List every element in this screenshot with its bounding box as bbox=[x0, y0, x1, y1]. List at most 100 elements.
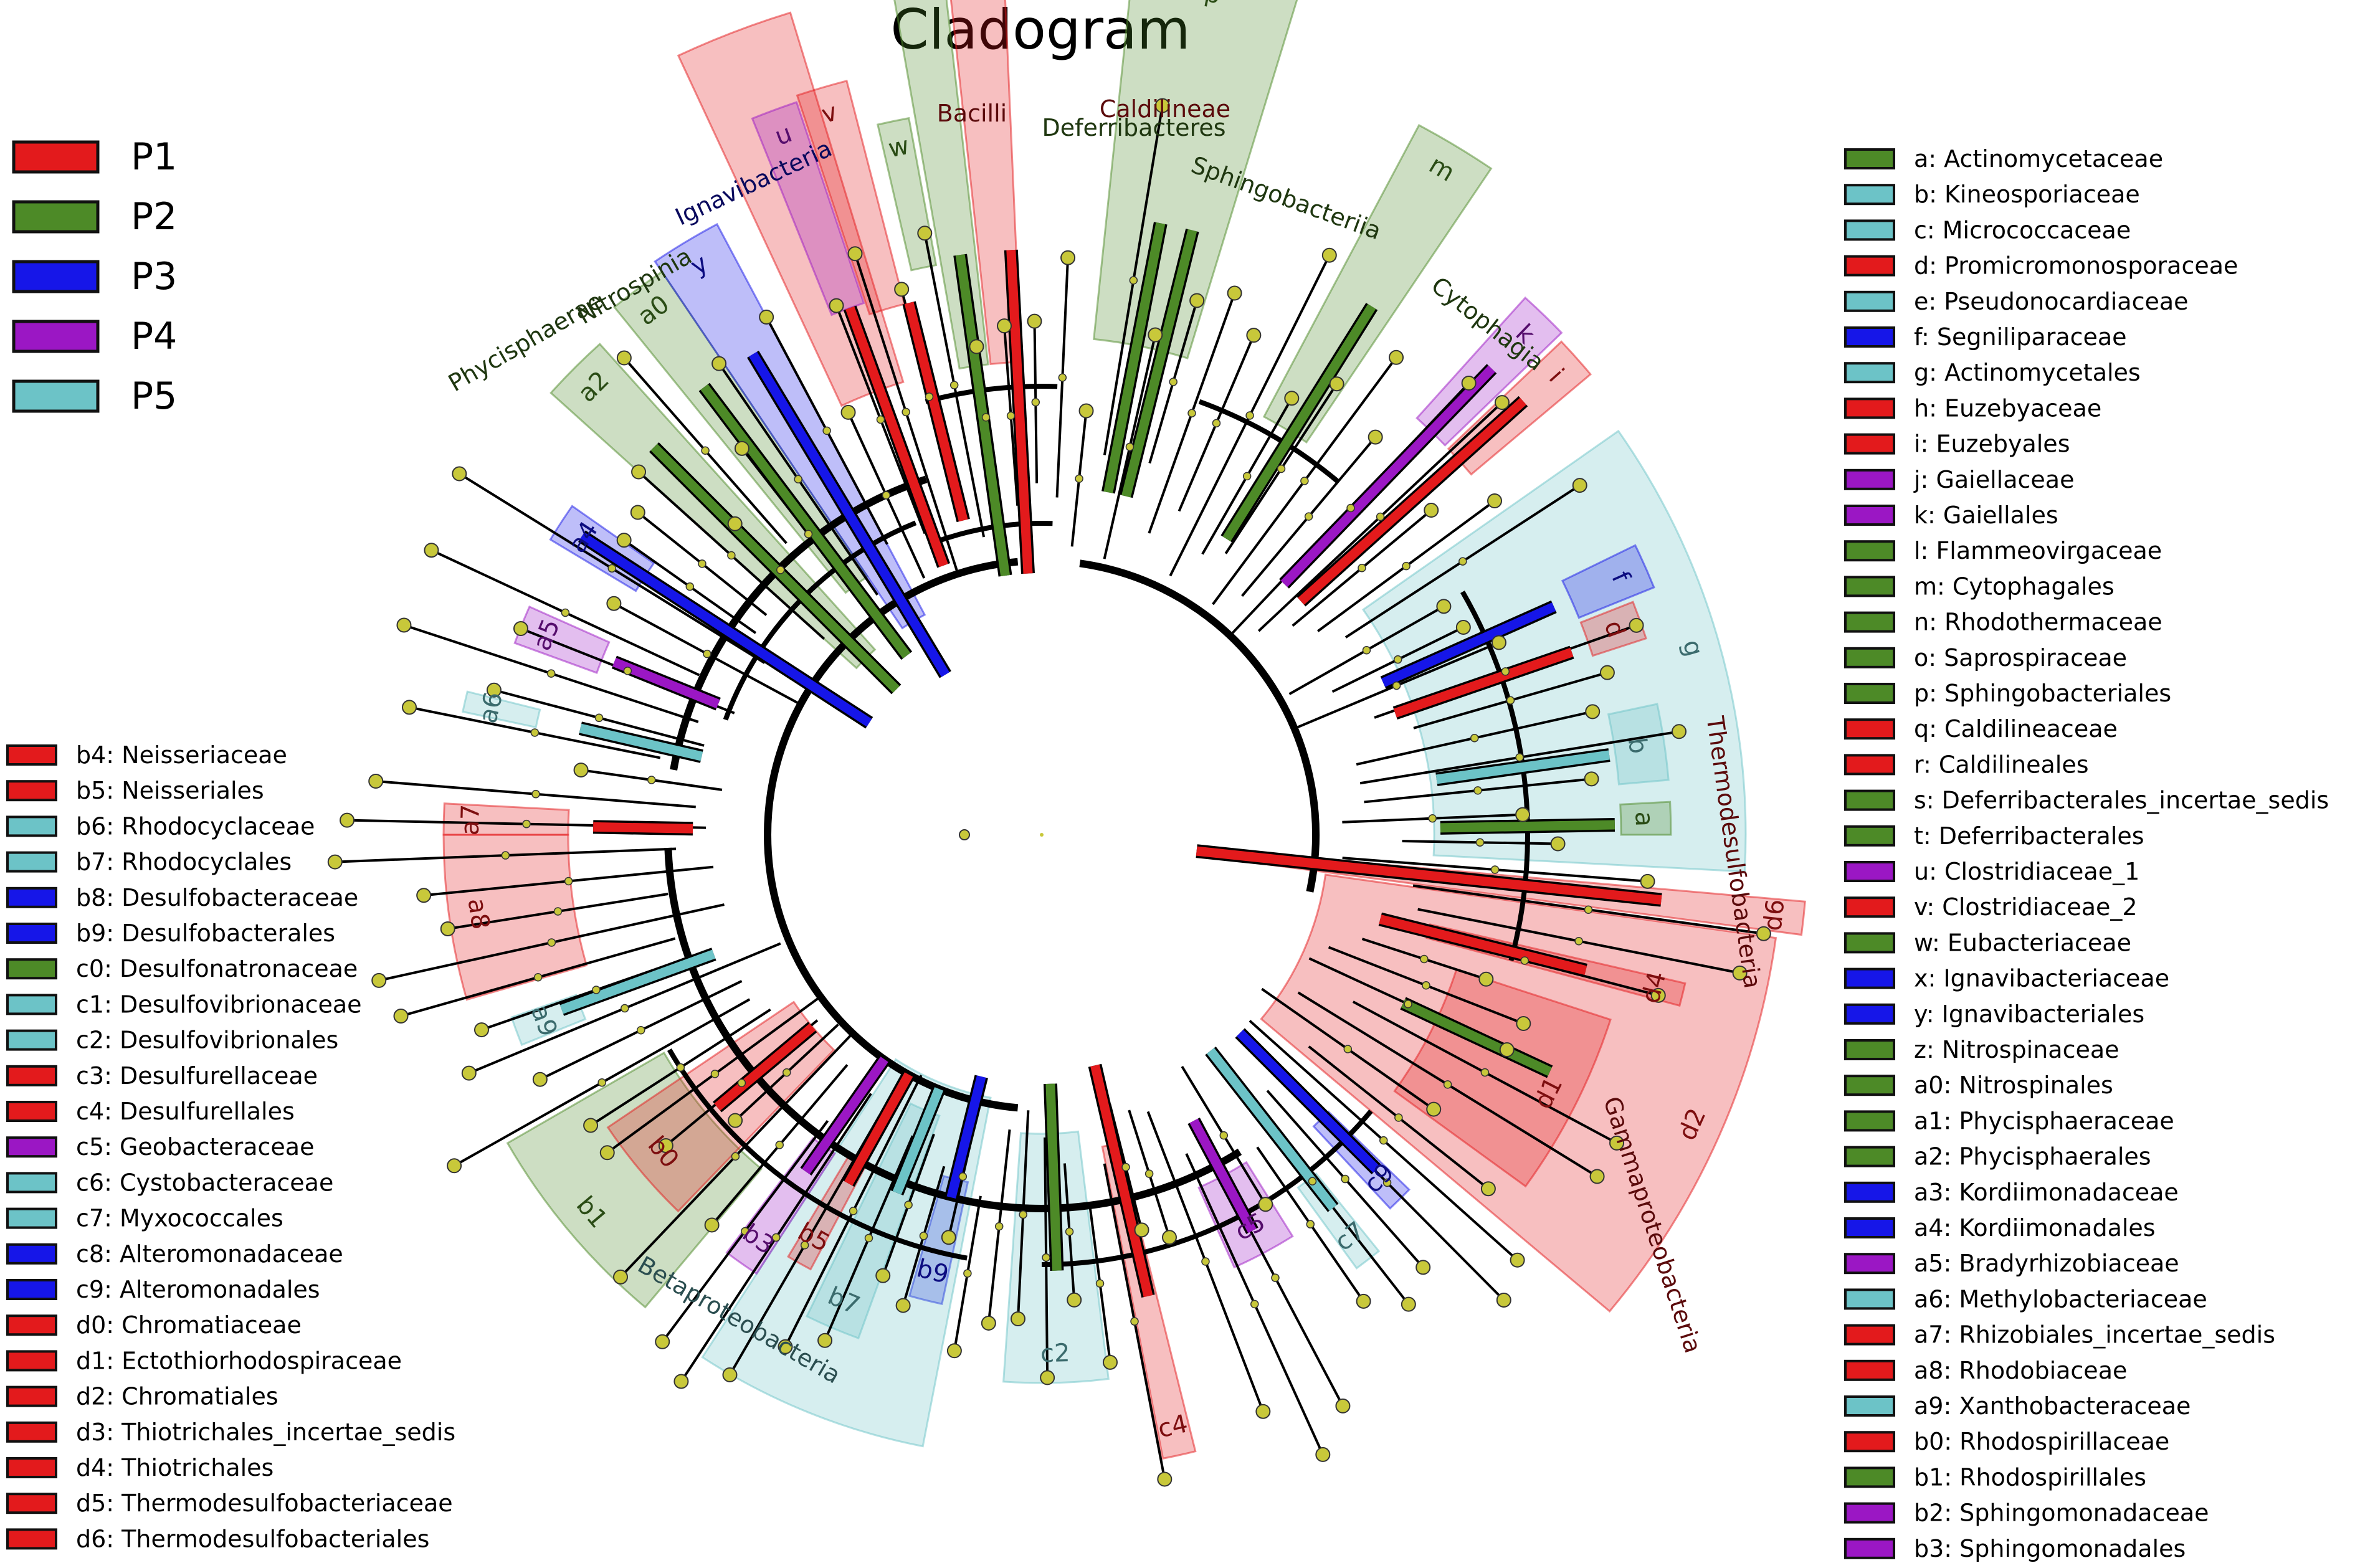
inner-node-12 bbox=[1125, 442, 1135, 452]
taxon-label-z: z: Nitrospinaceae bbox=[1914, 1036, 2120, 1063]
highlight-branch-32 bbox=[700, 384, 911, 659]
inner-node-38 bbox=[1574, 936, 1583, 946]
taxon-label-c6: c6: Cystobacteraceae bbox=[76, 1169, 333, 1196]
taxon-swatch-j bbox=[1844, 468, 1895, 490]
leaf-node-100 bbox=[631, 464, 647, 480]
clade-label-caldilineae: Caldilineae bbox=[1100, 95, 1230, 123]
leaf-node-34 bbox=[1515, 807, 1531, 822]
inner-node-30 bbox=[1506, 696, 1515, 705]
leaf-node-15 bbox=[1246, 328, 1262, 343]
leaf-node-56 bbox=[1161, 1230, 1177, 1245]
highlight-branch-27 bbox=[592, 822, 693, 834]
leaf-node-69 bbox=[778, 1339, 793, 1354]
inner-node-29 bbox=[1501, 667, 1510, 676]
inner-node-34 bbox=[1428, 814, 1437, 823]
inner-node-43 bbox=[1480, 1068, 1490, 1077]
taxon-swatch-d6 bbox=[6, 1528, 57, 1550]
taxon-swatch-d4 bbox=[6, 1457, 57, 1478]
taxon-swatch-d0 bbox=[6, 1314, 57, 1336]
inner-node-51 bbox=[1306, 1220, 1315, 1228]
taxon-label-b0: b0: Rhodospirillaceae bbox=[1914, 1428, 2169, 1455]
leaf-node-101 bbox=[727, 516, 743, 531]
leaf-node-57 bbox=[1134, 1222, 1149, 1238]
taxon-label-t: t: Deferribacterales bbox=[1914, 822, 2144, 850]
group-swatch-p5 bbox=[12, 379, 100, 413]
inner-node-49 bbox=[1341, 1174, 1349, 1184]
clade-shades bbox=[442, 0, 1806, 1460]
taxon-label-d0: d0: Chromatiaceae bbox=[76, 1311, 302, 1339]
taxon-label-u: u: Clostridiaceae_1 bbox=[1914, 858, 2139, 885]
inner-node-64 bbox=[963, 1269, 972, 1278]
inner-node-39 bbox=[1520, 956, 1530, 965]
taxon-label-b9: b9: Desulfobacterales bbox=[76, 919, 335, 947]
inner-node-59 bbox=[1095, 1279, 1105, 1288]
leaf-node-92 bbox=[486, 682, 502, 698]
taxon-swatch-c2 bbox=[6, 1029, 57, 1051]
leaf-node-14 bbox=[1227, 285, 1242, 301]
highlight-branch-0 bbox=[845, 306, 948, 568]
leaf-node-26 bbox=[1436, 599, 1452, 614]
clade-shade-v bbox=[796, 79, 906, 316]
leaf-node-9 bbox=[1060, 250, 1076, 265]
clade-shade-d bbox=[1579, 601, 1647, 657]
taxon-label-s: s: Deferribacterales_incertae_sedis bbox=[1914, 787, 2329, 814]
leaf-node-35 bbox=[1550, 836, 1566, 852]
leaf-node-48 bbox=[1496, 1292, 1511, 1308]
leaf-node-75 bbox=[728, 1113, 743, 1128]
clade-shade-a bbox=[1619, 801, 1672, 836]
leaf-node-63 bbox=[981, 1315, 996, 1331]
leaf-node-83 bbox=[393, 1009, 409, 1024]
taxon-label-a2: a2: Phycisphaerales bbox=[1914, 1143, 2151, 1171]
highlight-branch-20 bbox=[1045, 1083, 1062, 1271]
inner-node-73 bbox=[775, 1141, 784, 1149]
clade-code-a: a bbox=[1629, 811, 1658, 827]
leaf-node-95 bbox=[424, 543, 439, 558]
inner-node-75 bbox=[783, 1068, 791, 1077]
taxon-label-j: j: Gaiellaceae bbox=[1913, 466, 2074, 493]
inner-node-63 bbox=[994, 1222, 1004, 1231]
clade-code-c4: c4 bbox=[1155, 1409, 1190, 1443]
highlight-branch-18 bbox=[1189, 1118, 1257, 1233]
inner-node-57 bbox=[1121, 1162, 1130, 1172]
leaf-node-4 bbox=[894, 282, 910, 297]
clade-label-bacilli: Bacilli bbox=[937, 100, 1007, 127]
clade-code-d6: d6 bbox=[1758, 898, 1790, 933]
taxon-swatch-b7 bbox=[6, 851, 57, 873]
taxon-label-e: e: Pseudonocardiaceae bbox=[1914, 288, 2189, 315]
clade-code-a7: a7 bbox=[456, 804, 485, 835]
highlight-branch-14 bbox=[1379, 915, 1587, 976]
group-swatch-p3 bbox=[12, 260, 100, 293]
leaf-node-12 bbox=[1148, 327, 1163, 343]
taxon-swatch-a2 bbox=[1844, 1146, 1895, 1167]
inner-node-93 bbox=[546, 669, 556, 678]
taxon-label-p: p: Sphingobacteriales bbox=[1914, 680, 2171, 707]
leaf-node-77 bbox=[599, 1145, 615, 1161]
taxon-swatch-d3 bbox=[6, 1421, 57, 1443]
taxon-swatch-b3 bbox=[1844, 1537, 1895, 1559]
taxon-swatch-c5 bbox=[6, 1136, 57, 1158]
inner-node-85 bbox=[553, 907, 563, 916]
taxon-swatch-f bbox=[1844, 326, 1895, 348]
leaf-node-24 bbox=[1487, 493, 1503, 508]
taxon-swatch-b6 bbox=[6, 815, 57, 837]
taxon-swatch-c9 bbox=[6, 1279, 57, 1300]
leaf-node-58 bbox=[1157, 1471, 1173, 1487]
inner-node-16 bbox=[1245, 411, 1254, 420]
inner-node-95 bbox=[561, 608, 570, 617]
taxon-swatch-k bbox=[1844, 505, 1895, 526]
inner-node-78 bbox=[676, 1063, 685, 1072]
taxon-label-l: l: Flammeovirgaceae bbox=[1914, 537, 2162, 564]
clade-shade-r bbox=[949, 0, 1022, 366]
taxon-swatch-m bbox=[1844, 576, 1895, 597]
leaf-node-3 bbox=[847, 246, 863, 262]
highlight-branch-28 bbox=[579, 723, 703, 761]
highlight-branch-31 bbox=[650, 444, 900, 693]
inner-node-36 bbox=[1490, 865, 1500, 874]
taxon-label-c9: c9: Alteromonadales bbox=[76, 1276, 320, 1303]
inner-node-80 bbox=[636, 1026, 645, 1035]
taxon-label-h: h: Euzebyaceae bbox=[1914, 394, 2101, 422]
taxon-label-c2: c2: Desulfovibrionales bbox=[76, 1027, 338, 1054]
taxon-label-k: k: Gaiellales bbox=[1914, 501, 2058, 529]
leaf-node-62 bbox=[1010, 1311, 1025, 1327]
taxon-label-c8: c8: Alteromonadaceae bbox=[76, 1240, 343, 1268]
